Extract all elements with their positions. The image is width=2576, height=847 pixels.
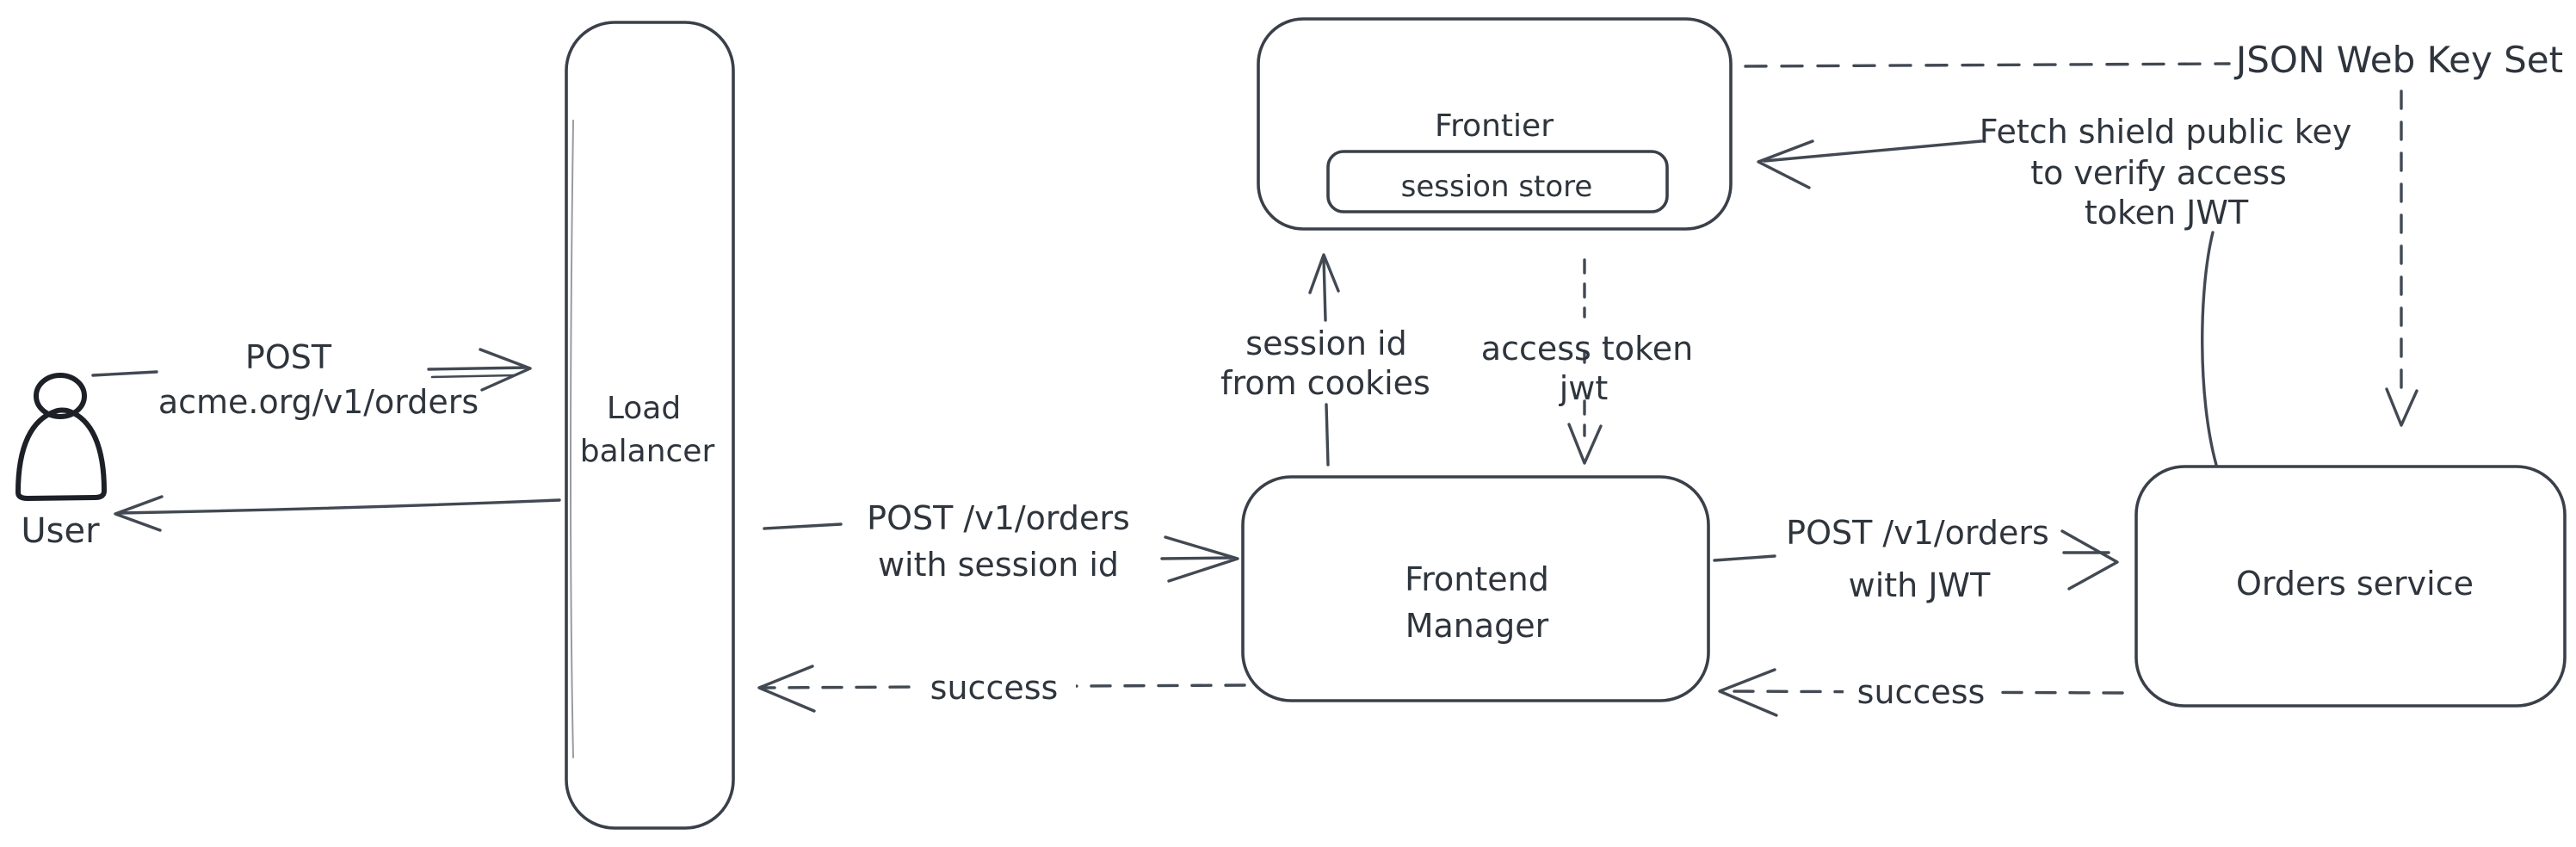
load-balancer-box	[565, 21, 735, 830]
load-balancer-sketch-line	[570, 120, 574, 758]
orders-service-label: Orders service	[2236, 565, 2474, 603]
edge-fm-to-lb-success: success	[757, 665, 1246, 713]
user-node: User	[15, 373, 107, 551]
load-balancer-node: Load balancer	[565, 21, 735, 830]
edge-frontier-to-fm: access token jwt	[1481, 258, 1693, 465]
edge-orders-to-fm-success: success	[1718, 668, 2124, 717]
lb-to-fm-label-1: POST /v1/orders	[867, 499, 1130, 537]
orders-to-fm-dashed-shaft	[1721, 689, 2124, 695]
fetch-key-label-1: Fetch shield public key	[1980, 113, 2352, 151]
user-to-lb-shaft	[427, 366, 528, 371]
lb-to-fm-stub	[763, 522, 843, 530]
fm-to-lb-arrowhead	[757, 665, 816, 713]
load-balancer-label-2: balancer	[580, 434, 715, 469]
frontend-manager-box	[1241, 475, 1710, 702]
jwks-dashed-line-horizontal	[1744, 62, 2231, 68]
user-icon-body	[15, 407, 107, 501]
edge-orders-to-frontier: Fetch shield public key to verify access…	[1757, 113, 2352, 467]
session-id-label-1: session id	[1245, 325, 1406, 362]
session-id-arrowhead	[1308, 253, 1340, 294]
session-id-shaft-bottom	[1325, 403, 1330, 467]
label-mask	[1844, 673, 1998, 711]
lb-to-user-shaft	[119, 498, 561, 515]
jwks-arrowhead	[2385, 387, 2418, 427]
fetch-key-label-2: to verify access	[2030, 154, 2287, 192]
edge-fm-to-frontier: session id from cookies	[1220, 253, 1430, 467]
fm-to-orders-label-1: POST /v1/orders	[1786, 514, 2049, 552]
fm-to-orders-label-2: with JWT	[1849, 566, 1991, 604]
jwks-annotation: JSON Web Key Set	[1744, 39, 2563, 427]
lb-to-fm-arrowhead	[1164, 535, 1239, 583]
session-store-box	[1326, 150, 1669, 213]
jwks-label: JSON Web Key Set	[2233, 39, 2563, 81]
fetch-key-shaft	[1763, 139, 1983, 163]
frontier-node: Frontier session store	[1257, 17, 1733, 231]
fetch-key-arrowhead	[1757, 139, 1814, 189]
orders-to-fm-arrowhead	[1718, 668, 1778, 717]
label-mask	[914, 668, 1076, 708]
edge-lb-to-user	[114, 495, 561, 532]
access-token-label-2: jwt	[1559, 369, 1609, 407]
load-balancer-label-1: Load	[607, 391, 681, 426]
orders-to-fm-label: success	[1857, 673, 1986, 711]
fm-to-orders-stub	[1713, 554, 1776, 562]
user-to-lb-label-2: acme.org/v1/orders	[158, 383, 479, 421]
user-to-lb-label-1: POST	[245, 338, 332, 376]
fetch-key-curve	[2201, 231, 2218, 467]
access-token-arrowhead	[1567, 423, 1603, 465]
orders-service-box	[2134, 465, 2567, 708]
frontend-manager-label-2: Manager	[1405, 607, 1549, 645]
user-to-lb-arrowhead	[479, 348, 532, 392]
fm-to-lb-label: success	[930, 669, 1059, 707]
edge-lb-to-fm: POST /v1/orders with session id	[763, 499, 1239, 584]
orders-service-node: Orders service	[2134, 465, 2567, 708]
session-id-label-2: from cookies	[1220, 364, 1430, 402]
fm-to-orders-arrowhead	[2060, 529, 2119, 590]
edge-user-to-lb: POST acme.org/v1/orders	[91, 338, 532, 421]
user-icon	[34, 373, 87, 419]
frontend-manager-label-1: Frontend	[1405, 560, 1549, 598]
lb-to-user-arrowhead	[114, 495, 164, 532]
user-to-lb-shaft-2	[430, 374, 516, 379]
edge-fm-to-orders: POST /v1/orders with JWT	[1713, 514, 2119, 604]
frontend-manager-node: Frontend Manager	[1241, 475, 1710, 702]
user-to-lb-stub	[91, 370, 158, 377]
session-store-label: session store	[1401, 170, 1593, 204]
frontier-label: Frontier	[1435, 108, 1554, 144]
lb-to-fm-shaft	[1160, 556, 1232, 560]
fetch-key-label-3: token JWT	[2085, 194, 2249, 232]
access-token-label-1: access token	[1481, 330, 1693, 368]
session-id-shaft-top	[1322, 257, 1327, 322]
lb-to-fm-label-2: with session id	[878, 546, 1119, 584]
user-label: User	[21, 511, 100, 551]
